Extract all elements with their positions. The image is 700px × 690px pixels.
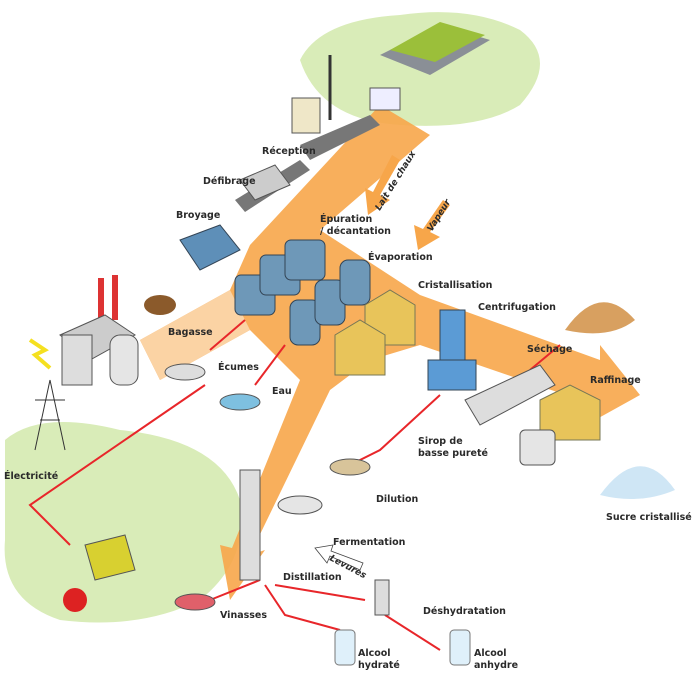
power-plant-icon [28,275,139,386]
label-broyage: Broyage [176,210,221,221]
label-distillation: Distillation [283,572,342,583]
label-sechage: Séchage [527,344,573,355]
label-sirop: Sirop de [418,436,463,447]
crystallizer-silos-icon [334,289,416,376]
label-ecumes: Écumes [218,362,259,373]
label-sucre-cristallise: Sucre cristallisé [606,512,692,523]
label-vinasses: Vinasses [220,610,268,621]
label-electricite: Électricité [4,471,59,482]
vapeur-arrow [414,200,450,250]
distillation-column-icon [239,469,261,581]
crusher-icon [179,224,241,271]
label-centrifugation: Centrifugation [478,302,556,313]
label-epuration: Épuration [320,214,373,225]
flow-to-power-plant [140,290,250,380]
centrifuge-icon [427,309,477,391]
dryer-icon [464,364,556,426]
crystal-sugar-pile-icon [600,466,675,499]
label-bagasse: Bagasse [168,327,213,338]
dried-sugar-pile-icon [565,302,635,334]
pylon-icon [34,379,66,451]
clarifier-tanks-icon [234,239,326,316]
label-dilution: Dilution [376,494,419,505]
main-flow-band [140,105,640,600]
truck-icon [369,22,490,111]
label-alcool-anhydre-1: Alcool [474,648,507,659]
label-defibrage: Défibrage [203,176,256,187]
bottles-icon [334,629,471,666]
dehydration-column-icon [374,579,390,616]
label-cristallisation: Cristallisation [418,280,493,291]
label-decantation: / décantation [320,226,391,237]
levures-arrow [314,544,364,571]
tractor-icon [63,534,136,612]
label-alcool-hydrate-2: hydraté [358,660,400,671]
label-alcool-anhydre-2: anhydre [474,660,519,671]
label-reception: Réception [262,146,316,157]
label-eau: Eau [272,386,292,397]
basins-icon [164,363,371,611]
bagasse-pile-icon [144,295,176,315]
refinery-icon [519,384,601,466]
label-evaporation: Évaporation [368,252,433,263]
field-left [4,422,242,623]
lait-de-chaux-arrow [365,155,400,215]
evaporator-tanks-icon [289,259,371,346]
label-raffinage: Raffinage [590,375,641,386]
label-deshydratation: Déshydratation [423,606,506,617]
crane-icon [291,55,332,134]
label-alcool-hydrate-1: Alcool [358,648,391,659]
conveyor-icon [235,115,380,212]
label-basse-purete: basse pureté [418,448,488,459]
label-fermentation: Fermentation [333,537,406,548]
